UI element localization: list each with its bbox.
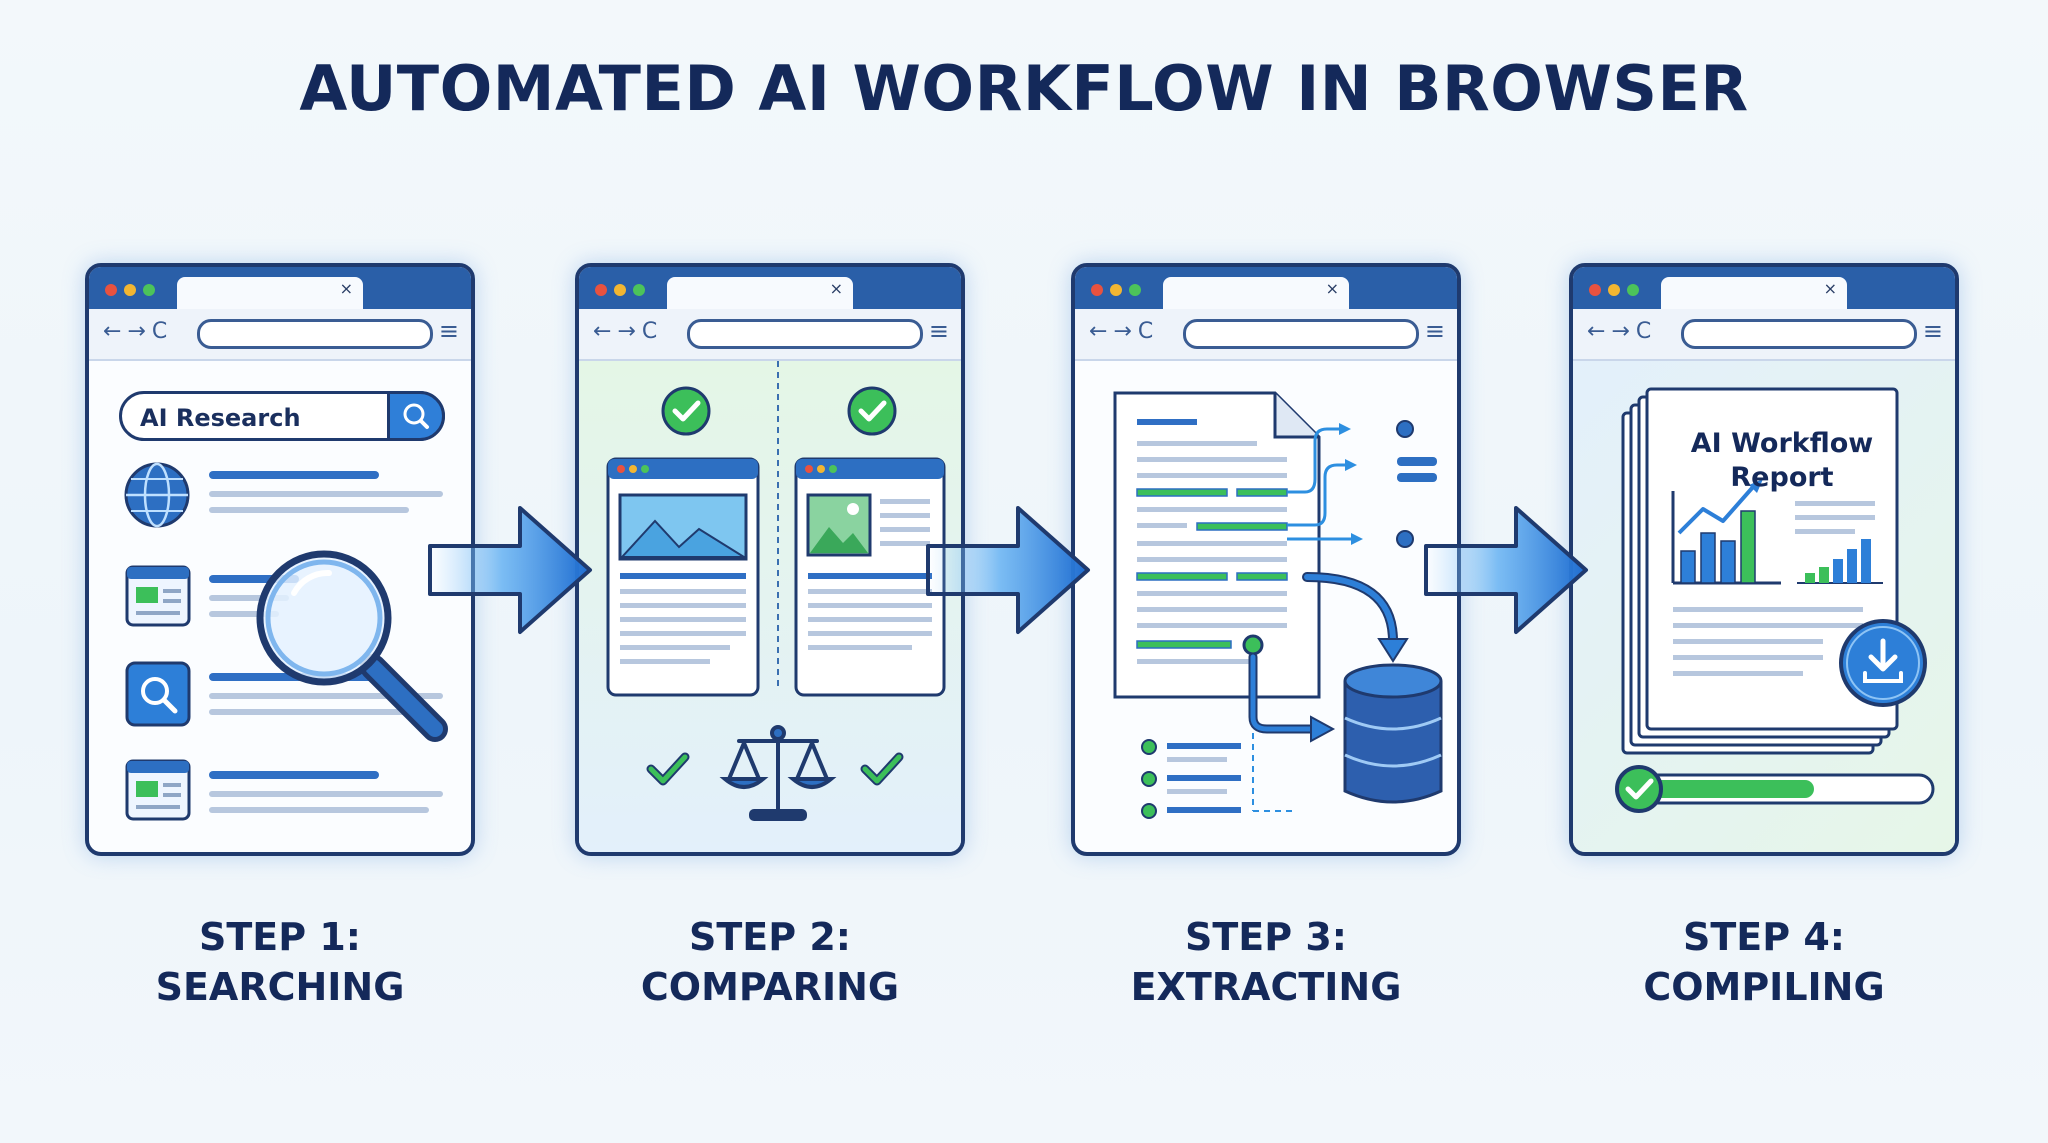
step-name: COMPARING [640, 965, 900, 1009]
browser-tab[interactable]: × [1163, 277, 1349, 309]
webpage-icon [125, 565, 191, 627]
arrow-right-icon [428, 506, 592, 634]
browser-tab[interactable]: × [667, 277, 853, 309]
url-bar[interactable] [1681, 319, 1917, 349]
nav-buttons-icon[interactable]: ←→C [1089, 319, 1160, 344]
browser-tab[interactable]: × [177, 277, 363, 309]
database-icon [1343, 663, 1443, 804]
nav-buttons-icon[interactable]: ←→C [593, 319, 664, 344]
step-number: STEP 1: [199, 915, 361, 959]
report-title-line1: AI Workflow [1690, 428, 1874, 459]
page-title: AUTOMATED AI WORKFLOW IN BROWSER [299, 52, 1749, 125]
comparison-illustration [606, 361, 946, 821]
check-icon [847, 386, 897, 436]
nav-bar: ←→C ≡ [1075, 309, 1457, 361]
webpage-icon [125, 759, 191, 821]
search-button[interactable] [387, 391, 445, 441]
tab-bar: × [1573, 267, 1955, 309]
step-name: SEARCHING [155, 965, 405, 1009]
search-icon [403, 403, 429, 429]
close-icon[interactable]: × [1823, 279, 1837, 298]
step-number: STEP 2: [689, 915, 851, 959]
report-illustration [1615, 387, 1935, 813]
menu-icon[interactable]: ≡ [1424, 317, 1445, 345]
tab-bar: × [89, 267, 471, 309]
search-query: AI Research [140, 404, 301, 432]
url-bar[interactable] [687, 319, 923, 349]
progress-bar [1615, 765, 1935, 813]
browser-window-compiling: × ←→C ≡ [1569, 263, 1959, 856]
step-name: EXTRACTING [1130, 965, 1402, 1009]
check-icon [661, 386, 711, 436]
extraction-illustration [1113, 391, 1443, 819]
search-input[interactable]: AI Research [119, 391, 445, 441]
tab-bar: × [579, 267, 961, 309]
url-bar[interactable] [197, 319, 433, 349]
arrow-right-icon [1424, 506, 1588, 634]
nav-buttons-icon[interactable]: ←→C [1587, 319, 1658, 344]
close-icon[interactable]: × [829, 279, 843, 298]
globe-icon [124, 462, 190, 528]
tab-bar: × [1075, 267, 1457, 309]
arrow-right-icon [926, 506, 1090, 634]
step-number: STEP 3: [1185, 915, 1347, 959]
download-icon [1839, 619, 1927, 707]
browser-window-searching: × ←→C ≡ AI Research [85, 263, 475, 856]
scale-icon [719, 725, 837, 821]
browser-window-comparing: × ←→C ≡ [575, 263, 965, 856]
menu-icon[interactable]: ≡ [438, 317, 459, 345]
search-results-illustration [124, 462, 448, 821]
menu-icon[interactable]: ≡ [1922, 317, 1943, 345]
document-icon [1113, 391, 1321, 699]
close-icon[interactable]: × [339, 279, 353, 298]
browser-window-extracting: × ←→C ≡ [1071, 263, 1461, 856]
nav-bar: ←→C ≡ [1573, 309, 1955, 361]
step-label-1: STEP 1: SEARCHING [85, 912, 475, 1012]
nav-bar: ←→C ≡ [579, 309, 961, 361]
nav-bar: ←→C ≡ [89, 309, 471, 361]
step-number: STEP 4: [1683, 915, 1845, 959]
webpage-preview-left [606, 457, 760, 697]
step-label-3: STEP 3: EXTRACTING [1071, 912, 1461, 1012]
nav-buttons-icon[interactable]: ←→C [103, 319, 174, 344]
close-icon[interactable]: × [1325, 279, 1339, 298]
browser-tab[interactable]: × [1661, 277, 1847, 309]
menu-icon[interactable]: ≡ [928, 317, 949, 345]
webpage-preview-right [794, 457, 946, 697]
magnifier-icon [256, 550, 448, 742]
search-tile-icon [125, 661, 191, 727]
step-label-4: STEP 4: COMPILING [1569, 912, 1959, 1012]
step-label-2: STEP 2: COMPARING [575, 912, 965, 1012]
url-bar[interactable] [1183, 319, 1419, 349]
step-name: COMPILING [1643, 965, 1885, 1009]
report-title-line2: Report [1730, 462, 1834, 493]
